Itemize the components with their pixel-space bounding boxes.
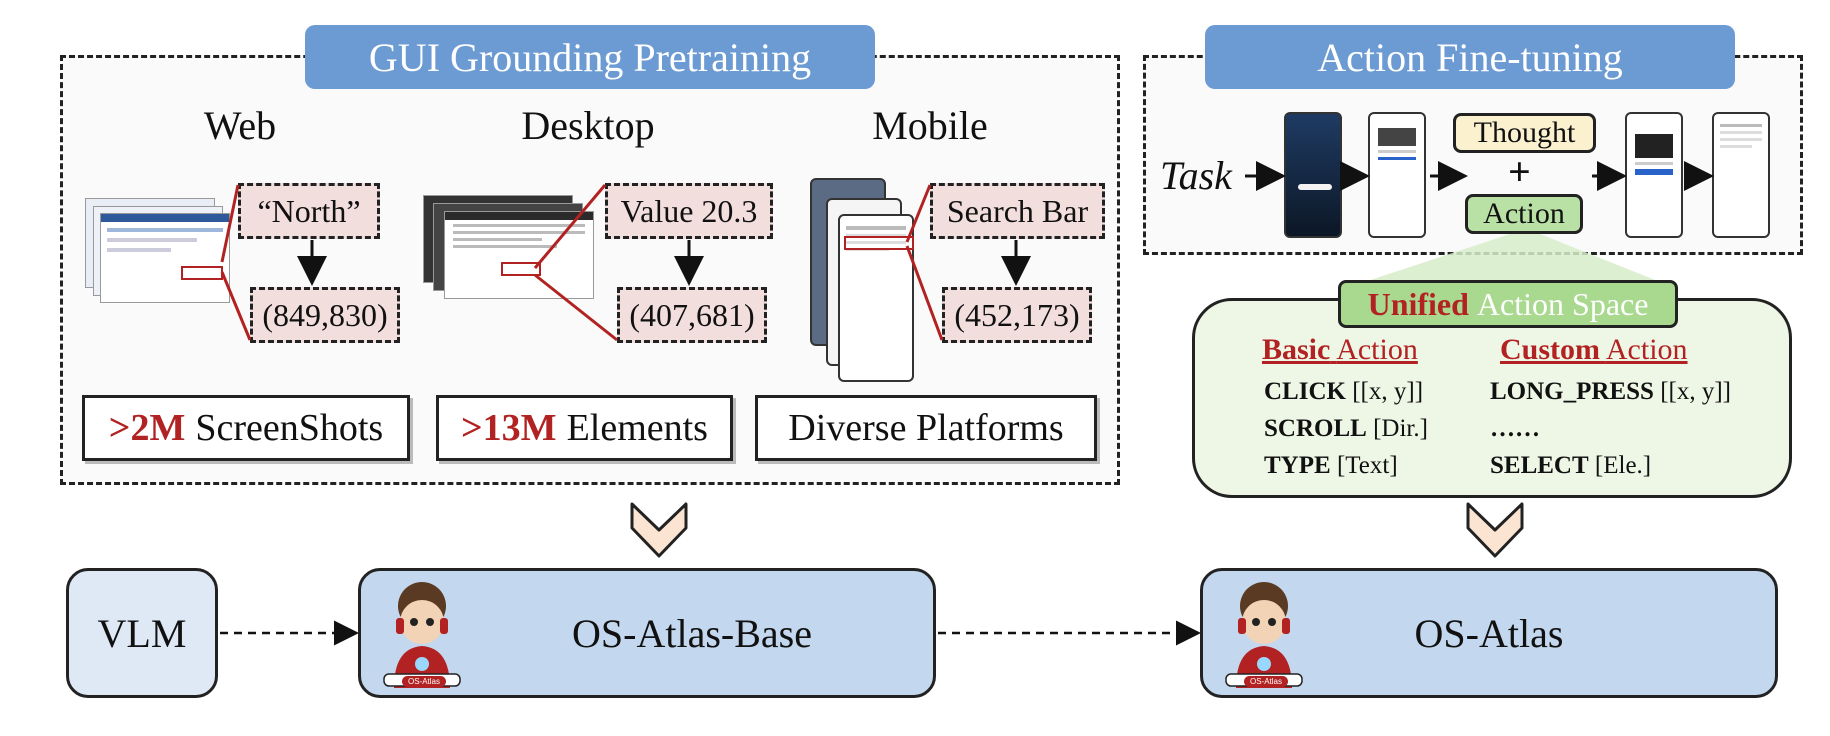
stat-elements: >13M Elements <box>436 395 733 461</box>
mobile-query-box: Search Bar <box>930 183 1105 239</box>
chevron-down-icon <box>630 502 688 558</box>
platform-label-desktop: Desktop <box>521 103 655 148</box>
desktop-coord-box: (407,681) <box>617 287 767 343</box>
basic-action-scroll: SCROLL [Dir.] <box>1264 415 1428 442</box>
unified-action-space-title: Unified Action Space <box>1338 280 1678 328</box>
basic-action-type: TYPE [Text] <box>1264 452 1398 479</box>
unified-title-rest: Action Space <box>1476 285 1649 322</box>
chevron-down-icon <box>1466 502 1524 558</box>
unified-action-space-panel <box>1192 298 1792 498</box>
os-atlas-base-label: OS-Atlas-Base <box>572 610 812 656</box>
basic-heading-rest: Action <box>1336 333 1418 366</box>
stat-screenshots-num: >2M <box>108 407 186 449</box>
custom-heading-bold: Custom <box>1500 333 1601 366</box>
basic-action-click: CLICK [[x, y]] <box>1264 378 1424 405</box>
platform-label-web: Web <box>203 103 277 148</box>
custom-heading-rest: Action <box>1605 333 1688 366</box>
web-coord-box: (849,830) <box>250 287 400 343</box>
pretraining-title: GUI Grounding Pretraining <box>305 25 875 89</box>
custom-action-ellipsis: …… <box>1490 415 1540 442</box>
plus-sign: + <box>1508 149 1531 194</box>
stat-platforms-text: Diverse Platforms <box>788 407 1064 449</box>
stat-screenshots: >2M ScreenShots <box>82 395 410 461</box>
mascot-badge-final: OS-Atlas <box>1244 676 1289 687</box>
stat-platforms: Diverse Platforms <box>755 395 1097 461</box>
action-box: Action <box>1465 194 1583 234</box>
custom-action-long-press: LONG_PRESS [[x, y]] <box>1490 378 1731 405</box>
mobile-coord-box: (452,173) <box>942 287 1092 343</box>
unified-title-red: Unified <box>1367 285 1469 322</box>
vlm-box: VLM <box>66 568 218 698</box>
os-atlas-label: OS-Atlas <box>1414 610 1564 656</box>
platform-label-mobile: Mobile <box>872 103 988 148</box>
desktop-query-box: Value 20.3 <box>605 183 773 239</box>
mascot-badge-base: OS-Atlas <box>402 676 447 687</box>
basic-heading-bold: Basic <box>1262 333 1331 366</box>
stat-screenshots-text: ScreenShots <box>195 407 384 449</box>
stat-elements-text: Elements <box>566 407 708 449</box>
thought-box: Thought <box>1453 113 1596 153</box>
task-label: Task <box>1160 153 1232 198</box>
basic-action-heading: Basic Action <box>1262 333 1418 367</box>
web-query-box: “North” <box>238 183 380 239</box>
finetuning-title: Action Fine-tuning <box>1205 25 1735 89</box>
custom-action-select: SELECT [Ele.] <box>1490 452 1652 479</box>
custom-action-heading: Custom Action <box>1500 333 1688 367</box>
stat-elements-num: >13M <box>461 407 557 449</box>
